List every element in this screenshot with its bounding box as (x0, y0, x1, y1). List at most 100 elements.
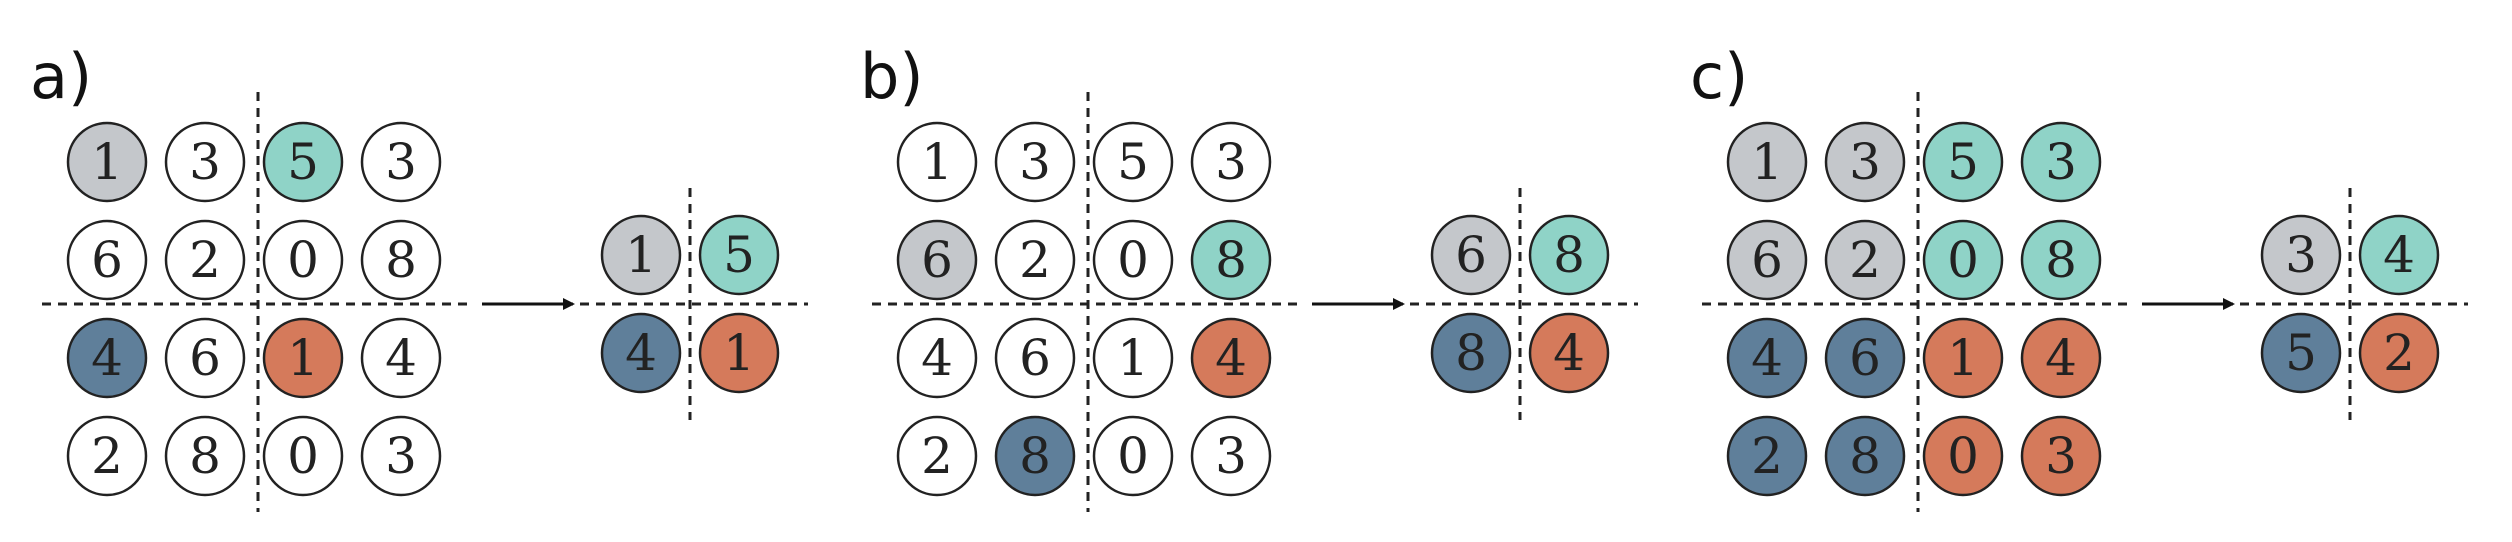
input-cell: 2 (896, 415, 978, 497)
input-cell: 1 (262, 317, 344, 399)
cell-circle (164, 317, 246, 399)
cell-circle (1726, 415, 1808, 497)
cell-value: 1 (1751, 133, 1783, 191)
cell-circle (66, 415, 148, 497)
cell-circle (2260, 312, 2342, 394)
cell-value: 3 (385, 427, 417, 485)
cell-value: 1 (287, 329, 319, 387)
cell-value: 2 (91, 427, 123, 485)
output-cell: 5 (698, 214, 780, 296)
input-cell: 6 (164, 317, 246, 399)
cell-value: 2 (1751, 427, 1783, 485)
cell-circle (1190, 317, 1272, 399)
cell-value: 4 (1751, 329, 1783, 387)
cell-circle (66, 317, 148, 399)
cell-value: 2 (189, 231, 221, 289)
cell-value: 4 (91, 329, 123, 387)
cell-circle (1922, 219, 2004, 301)
cell-circle (1922, 317, 2004, 399)
cell-value: 1 (1117, 329, 1149, 387)
cell-circle (66, 121, 148, 203)
cell-circle (2020, 415, 2102, 497)
input-cell: 1 (66, 121, 148, 203)
cell-value: 4 (2045, 329, 2077, 387)
cell-circle (262, 219, 344, 301)
cell-circle (600, 312, 682, 394)
input-cell: 4 (360, 317, 442, 399)
input-cell: 2 (1824, 219, 1906, 301)
cell-value: 0 (1117, 427, 1149, 485)
input-cell: 6 (1726, 219, 1808, 301)
panel-label: a) (30, 40, 92, 113)
input-cell: 0 (1092, 219, 1174, 301)
cell-circle (1190, 219, 1272, 301)
cell-value: 5 (1117, 133, 1149, 191)
cell-value: 2 (1019, 231, 1051, 289)
input-cell: 4 (1190, 317, 1272, 399)
cell-value: 4 (385, 329, 417, 387)
cell-circle (2260, 214, 2342, 296)
cell-value: 2 (1849, 231, 1881, 289)
input-cell: 0 (262, 219, 344, 301)
cell-value: 8 (1215, 231, 1247, 289)
output-cell: 4 (1528, 312, 1610, 394)
input-cell: 4 (2020, 317, 2102, 399)
cell-value: 3 (2045, 427, 2077, 485)
cell-circle (1528, 214, 1610, 296)
input-cell: 2 (994, 219, 1076, 301)
cell-circle (262, 121, 344, 203)
cell-circle (1190, 415, 1272, 497)
input-cell: 3 (1824, 121, 1906, 203)
input-cell: 1 (1726, 121, 1808, 203)
output-cell: 1 (698, 312, 780, 394)
input-cell: 0 (262, 415, 344, 497)
output-cell: 6 (1430, 214, 1512, 296)
input-cell: 3 (994, 121, 1076, 203)
output-cell: 4 (600, 312, 682, 394)
input-cell: 8 (164, 415, 246, 497)
input-cell: 3 (360, 121, 442, 203)
cell-value: 8 (1849, 427, 1881, 485)
output-cell: 3 (2260, 214, 2342, 296)
cell-circle (896, 121, 978, 203)
input-cell: 3 (1190, 121, 1272, 203)
cell-circle (698, 214, 780, 296)
input-cell: 4 (66, 317, 148, 399)
cell-value: 2 (921, 427, 953, 485)
input-cell: 6 (896, 219, 978, 301)
input-cell: 5 (1092, 121, 1174, 203)
input-cell: 0 (1922, 219, 2004, 301)
cell-circle (2020, 219, 2102, 301)
cell-value: 6 (1455, 226, 1487, 284)
cell-value: 1 (625, 226, 657, 284)
cell-value: 0 (287, 427, 319, 485)
cell-circle (1726, 121, 1808, 203)
input-cell: 0 (1922, 415, 2004, 497)
cell-circle (1092, 317, 1174, 399)
input-cell: 8 (360, 219, 442, 301)
output-cell: 8 (1430, 312, 1512, 394)
cell-circle (164, 121, 246, 203)
cell-circle (2020, 317, 2102, 399)
input-cell: 3 (360, 415, 442, 497)
cell-value: 8 (2045, 231, 2077, 289)
cell-value: 3 (1215, 133, 1247, 191)
cell-value: 8 (385, 231, 417, 289)
cell-circle (2020, 121, 2102, 203)
cell-value: 1 (921, 133, 953, 191)
input-cell: 8 (1824, 415, 1906, 497)
input-cell: 1 (896, 121, 978, 203)
cell-value: 8 (1553, 226, 1585, 284)
input-cell: 5 (262, 121, 344, 203)
cell-value: 5 (723, 226, 755, 284)
cell-value: 3 (2285, 226, 2317, 284)
cell-value: 6 (189, 329, 221, 387)
cell-circle (1528, 312, 1610, 394)
cell-circle (896, 415, 978, 497)
cell-value: 0 (1117, 231, 1149, 289)
